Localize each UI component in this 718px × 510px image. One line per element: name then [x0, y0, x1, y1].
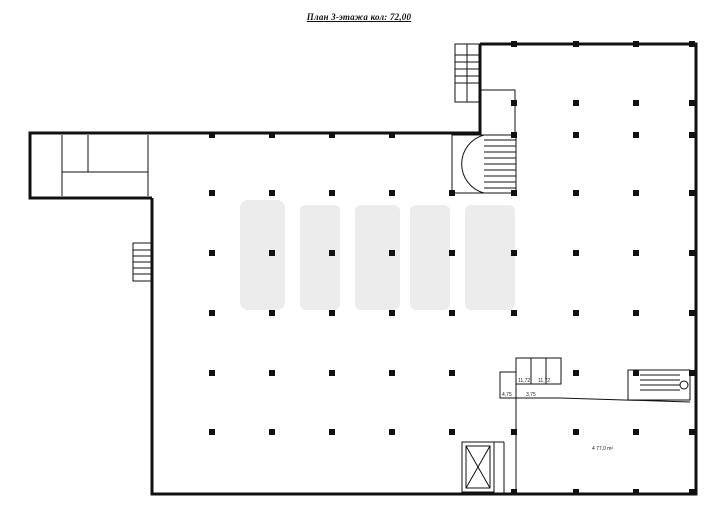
column-52: [633, 132, 639, 138]
column-55: [689, 132, 695, 138]
column-15: [573, 250, 579, 256]
column-0: [209, 190, 215, 196]
right-stair: [627, 369, 691, 401]
room-label-small: 4,75: [502, 392, 512, 398]
column-33: [633, 370, 639, 376]
column-16: [633, 250, 639, 256]
column-38: [389, 429, 395, 435]
room-label-wc-b: 11,72: [538, 378, 550, 384]
column-54: [689, 100, 695, 106]
column-51: [633, 100, 639, 106]
column-27: [209, 370, 215, 376]
column-31: [449, 370, 455, 376]
column-26: [689, 310, 695, 316]
column-2: [329, 190, 335, 196]
top-stair: [454, 43, 481, 103]
column-21: [389, 310, 395, 316]
room-label-main: 4 77,0 m²: [592, 446, 613, 452]
column-49: [573, 132, 579, 138]
column-60: [511, 489, 517, 495]
column-32: [573, 370, 579, 376]
column-36: [269, 429, 275, 435]
column-12: [389, 250, 395, 256]
column-7: [633, 190, 639, 196]
elevator-shaft: [461, 441, 505, 494]
column-23: [511, 310, 517, 316]
column-14: [511, 250, 517, 256]
column-35: [209, 429, 215, 435]
column-30: [389, 370, 395, 376]
column-58: [329, 132, 335, 138]
column-45: [511, 100, 517, 106]
column-11: [329, 250, 335, 256]
main-stair: [451, 134, 517, 194]
column-24: [573, 310, 579, 316]
column-37: [329, 429, 335, 435]
left-stair: [132, 242, 153, 282]
column-19: [269, 310, 275, 316]
column-3: [389, 190, 395, 196]
watermark: [240, 200, 515, 310]
column-22: [449, 310, 455, 316]
column-61: [573, 489, 579, 495]
column-47: [573, 41, 579, 47]
column-5: [511, 190, 517, 196]
column-53: [689, 41, 695, 47]
toilet-block: [499, 357, 691, 494]
room-label-wc-a: 11,72: [518, 378, 530, 384]
column-50: [633, 41, 639, 47]
column-4: [449, 190, 455, 196]
column-25: [633, 310, 639, 316]
column-62: [633, 489, 639, 495]
column-18: [209, 310, 215, 316]
column-28: [269, 370, 275, 376]
column-48: [573, 100, 579, 106]
column-34: [689, 370, 695, 376]
column-57: [269, 132, 275, 138]
column-40: [511, 429, 517, 435]
column-46: [511, 132, 517, 138]
column-42: [633, 429, 639, 435]
column-6: [573, 190, 579, 196]
column-17: [689, 250, 695, 256]
column-39: [449, 429, 455, 435]
column-13: [449, 250, 455, 256]
column-20: [329, 310, 335, 316]
column-59: [389, 132, 395, 138]
column-29: [329, 370, 335, 376]
column-10: [269, 250, 275, 256]
column-56: [209, 132, 215, 138]
column-44: [511, 41, 517, 47]
column-grid: [209, 41, 695, 495]
column-8: [689, 190, 695, 196]
column-41: [573, 429, 579, 435]
column-9: [209, 250, 215, 256]
column-1: [269, 190, 275, 196]
plan-title: План 3-этажа кол: 72,00: [306, 12, 412, 22]
column-63: [689, 489, 695, 495]
column-43: [689, 429, 695, 435]
annex-partitions: [30, 135, 152, 199]
room-label-lobby: 3,75: [526, 392, 536, 398]
upper-room: [480, 89, 516, 133]
